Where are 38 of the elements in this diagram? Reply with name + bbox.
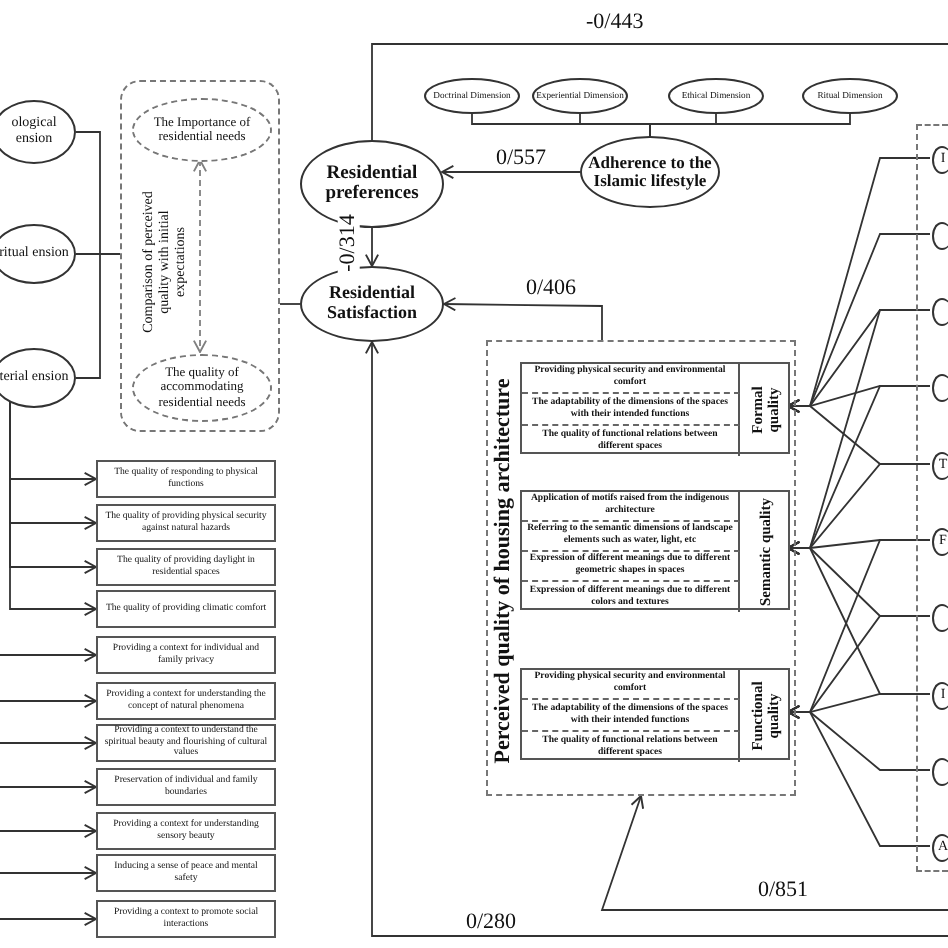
ellipse [932, 604, 948, 632]
construct-ellipse: Adherence to the Islamic lifestyle [580, 136, 720, 208]
ellipse [932, 758, 948, 786]
edge-label: 0/557 [494, 148, 549, 170]
construct-ellipse: Residential Satisfaction [300, 266, 444, 342]
double-arrow [192, 159, 208, 353]
arrow [443, 297, 603, 341]
edge-label: 0/280 [464, 912, 519, 934]
edge-label: 0/851 [756, 880, 811, 902]
quality-table [520, 668, 790, 760]
arrow [787, 704, 931, 847]
arrow [0, 823, 97, 839]
arrow [0, 735, 97, 751]
dashed-panel [486, 340, 796, 796]
connector-line [371, 43, 948, 141]
quality-table [520, 362, 790, 454]
arrow [600, 795, 948, 911]
connector-line [279, 303, 301, 305]
panel-title: Perceived quality of housing architecture [491, 375, 517, 767]
arrow [364, 341, 948, 937]
arrow [0, 865, 97, 881]
arrow [0, 647, 97, 663]
dashed-panel [120, 80, 280, 432]
connector-line [649, 113, 851, 137]
arrow [364, 227, 380, 267]
edge-label: 0/406 [524, 278, 579, 300]
ellipse [932, 222, 948, 250]
edge-label: -0/314 [337, 212, 360, 274]
arrow [0, 911, 97, 927]
ellipse [932, 374, 948, 402]
ellipse [932, 298, 948, 326]
arrow [441, 164, 581, 180]
edge-label: -0/443 [584, 12, 646, 34]
dashed-panel [916, 124, 948, 872]
connector-line [75, 253, 121, 379]
quality-table [520, 490, 790, 610]
arrow [0, 779, 97, 795]
arrow [0, 693, 97, 709]
